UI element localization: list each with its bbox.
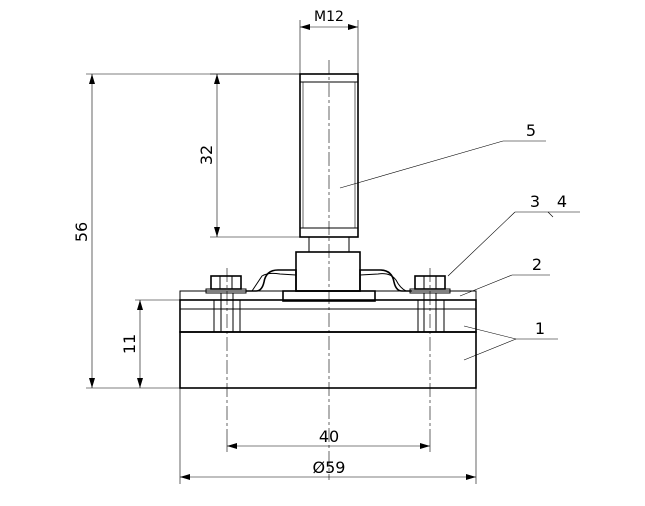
label-part-2: 2	[532, 255, 542, 274]
bolt-head-left	[210, 275, 242, 290]
dim-bolt-spacing: 40	[319, 427, 339, 446]
label-part-3: 3	[530, 192, 540, 211]
rubber-pad	[179, 331, 477, 389]
label-part-4: 4	[557, 192, 567, 211]
dim-stud-length: 32	[197, 145, 216, 165]
dim-base-diameter: Ø59	[313, 458, 346, 477]
plate-top	[179, 290, 477, 301]
hex-nut	[295, 251, 361, 292]
steel-plate	[179, 299, 477, 333]
dim-overall-height: 56	[72, 222, 91, 242]
bolt-pocket-right	[417, 299, 445, 333]
dim-thread: M12	[314, 9, 344, 25]
label-part-1: 1	[535, 319, 545, 338]
dim-base-height: 11	[120, 334, 139, 354]
label-part-5: 5	[526, 121, 536, 140]
